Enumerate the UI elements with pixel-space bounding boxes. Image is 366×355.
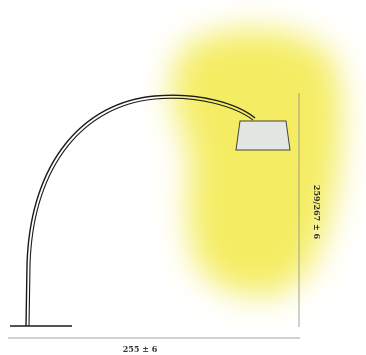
light-glow bbox=[171, 29, 342, 296]
lamp-arc bbox=[25, 94, 256, 327]
lamp-shade bbox=[235, 120, 291, 151]
height-dimension-label: 259/267 ± 6 bbox=[312, 185, 322, 240]
width-dimension-label: 255 ± 6 bbox=[123, 344, 158, 354]
